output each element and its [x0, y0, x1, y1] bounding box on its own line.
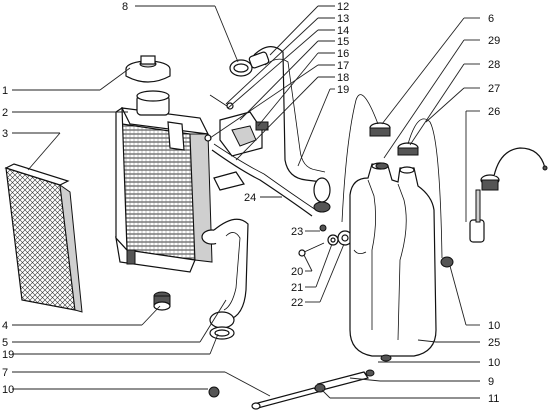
- overflow-tube: [211, 143, 317, 217]
- callout-19-lower: 19: [2, 349, 14, 361]
- drain-hose: [251, 369, 375, 410]
- callout-14: 14: [337, 25, 349, 37]
- callout-4: 4: [2, 320, 8, 332]
- callout-19-upper: 19: [337, 84, 349, 96]
- callout-22: 22: [291, 297, 303, 309]
- callout-2: 2: [2, 107, 8, 119]
- bolt-washer-set: [298, 224, 353, 257]
- callout-27: 27: [488, 83, 500, 95]
- callout-21: 21: [291, 282, 303, 294]
- level-sensor: [469, 147, 548, 243]
- callout-8: 8: [122, 1, 128, 13]
- callout-6: 6: [488, 13, 494, 25]
- mounting-bracket: [204, 94, 269, 157]
- callout-1: 1: [2, 85, 8, 97]
- callout-9: 9: [488, 376, 494, 388]
- callout-15: 15: [337, 36, 349, 48]
- callout-17: 17: [337, 60, 349, 72]
- tank-caps: [369, 122, 419, 170]
- callout-16: 16: [337, 48, 349, 60]
- callout-11: 11: [488, 393, 499, 405]
- hose-clamp-top: [229, 59, 253, 77]
- callout-25: 25: [488, 337, 500, 349]
- hose-clamp-lower: [209, 326, 235, 340]
- callout-10-bottom-left: 10: [2, 384, 14, 396]
- grommet-bottom: [208, 386, 220, 398]
- grommet-tank: [440, 256, 454, 268]
- callout-24: 24: [244, 192, 256, 204]
- callout-12: 12: [337, 1, 349, 13]
- leader-lines: [12, 5, 480, 399]
- callout-10-right: 10: [488, 320, 500, 332]
- callout-29: 29: [488, 35, 500, 47]
- callout-labels: 1 2 3 4 5 19 7 10 8 12 13 14 15 16 17 18…: [2, 1, 500, 405]
- breather-tubes: [341, 94, 443, 259]
- expansion-tank: [349, 162, 437, 362]
- callout-23: 23: [291, 226, 303, 238]
- callout-5: 5: [2, 337, 8, 349]
- callout-7: 7: [2, 367, 8, 379]
- radiator: [115, 90, 213, 273]
- callout-20: 20: [291, 266, 303, 278]
- callout-28: 28: [488, 59, 500, 71]
- callout-26: 26: [488, 106, 500, 118]
- callout-3: 3: [2, 128, 8, 140]
- lower-hose: [201, 218, 249, 329]
- drain-plug: [153, 291, 171, 311]
- radiator-grille: [4, 163, 83, 313]
- radiator-cap: [125, 55, 171, 83]
- callout-18: 18: [337, 72, 349, 84]
- callout-13: 13: [337, 13, 349, 25]
- callout-10-lower-right: 10: [488, 357, 500, 369]
